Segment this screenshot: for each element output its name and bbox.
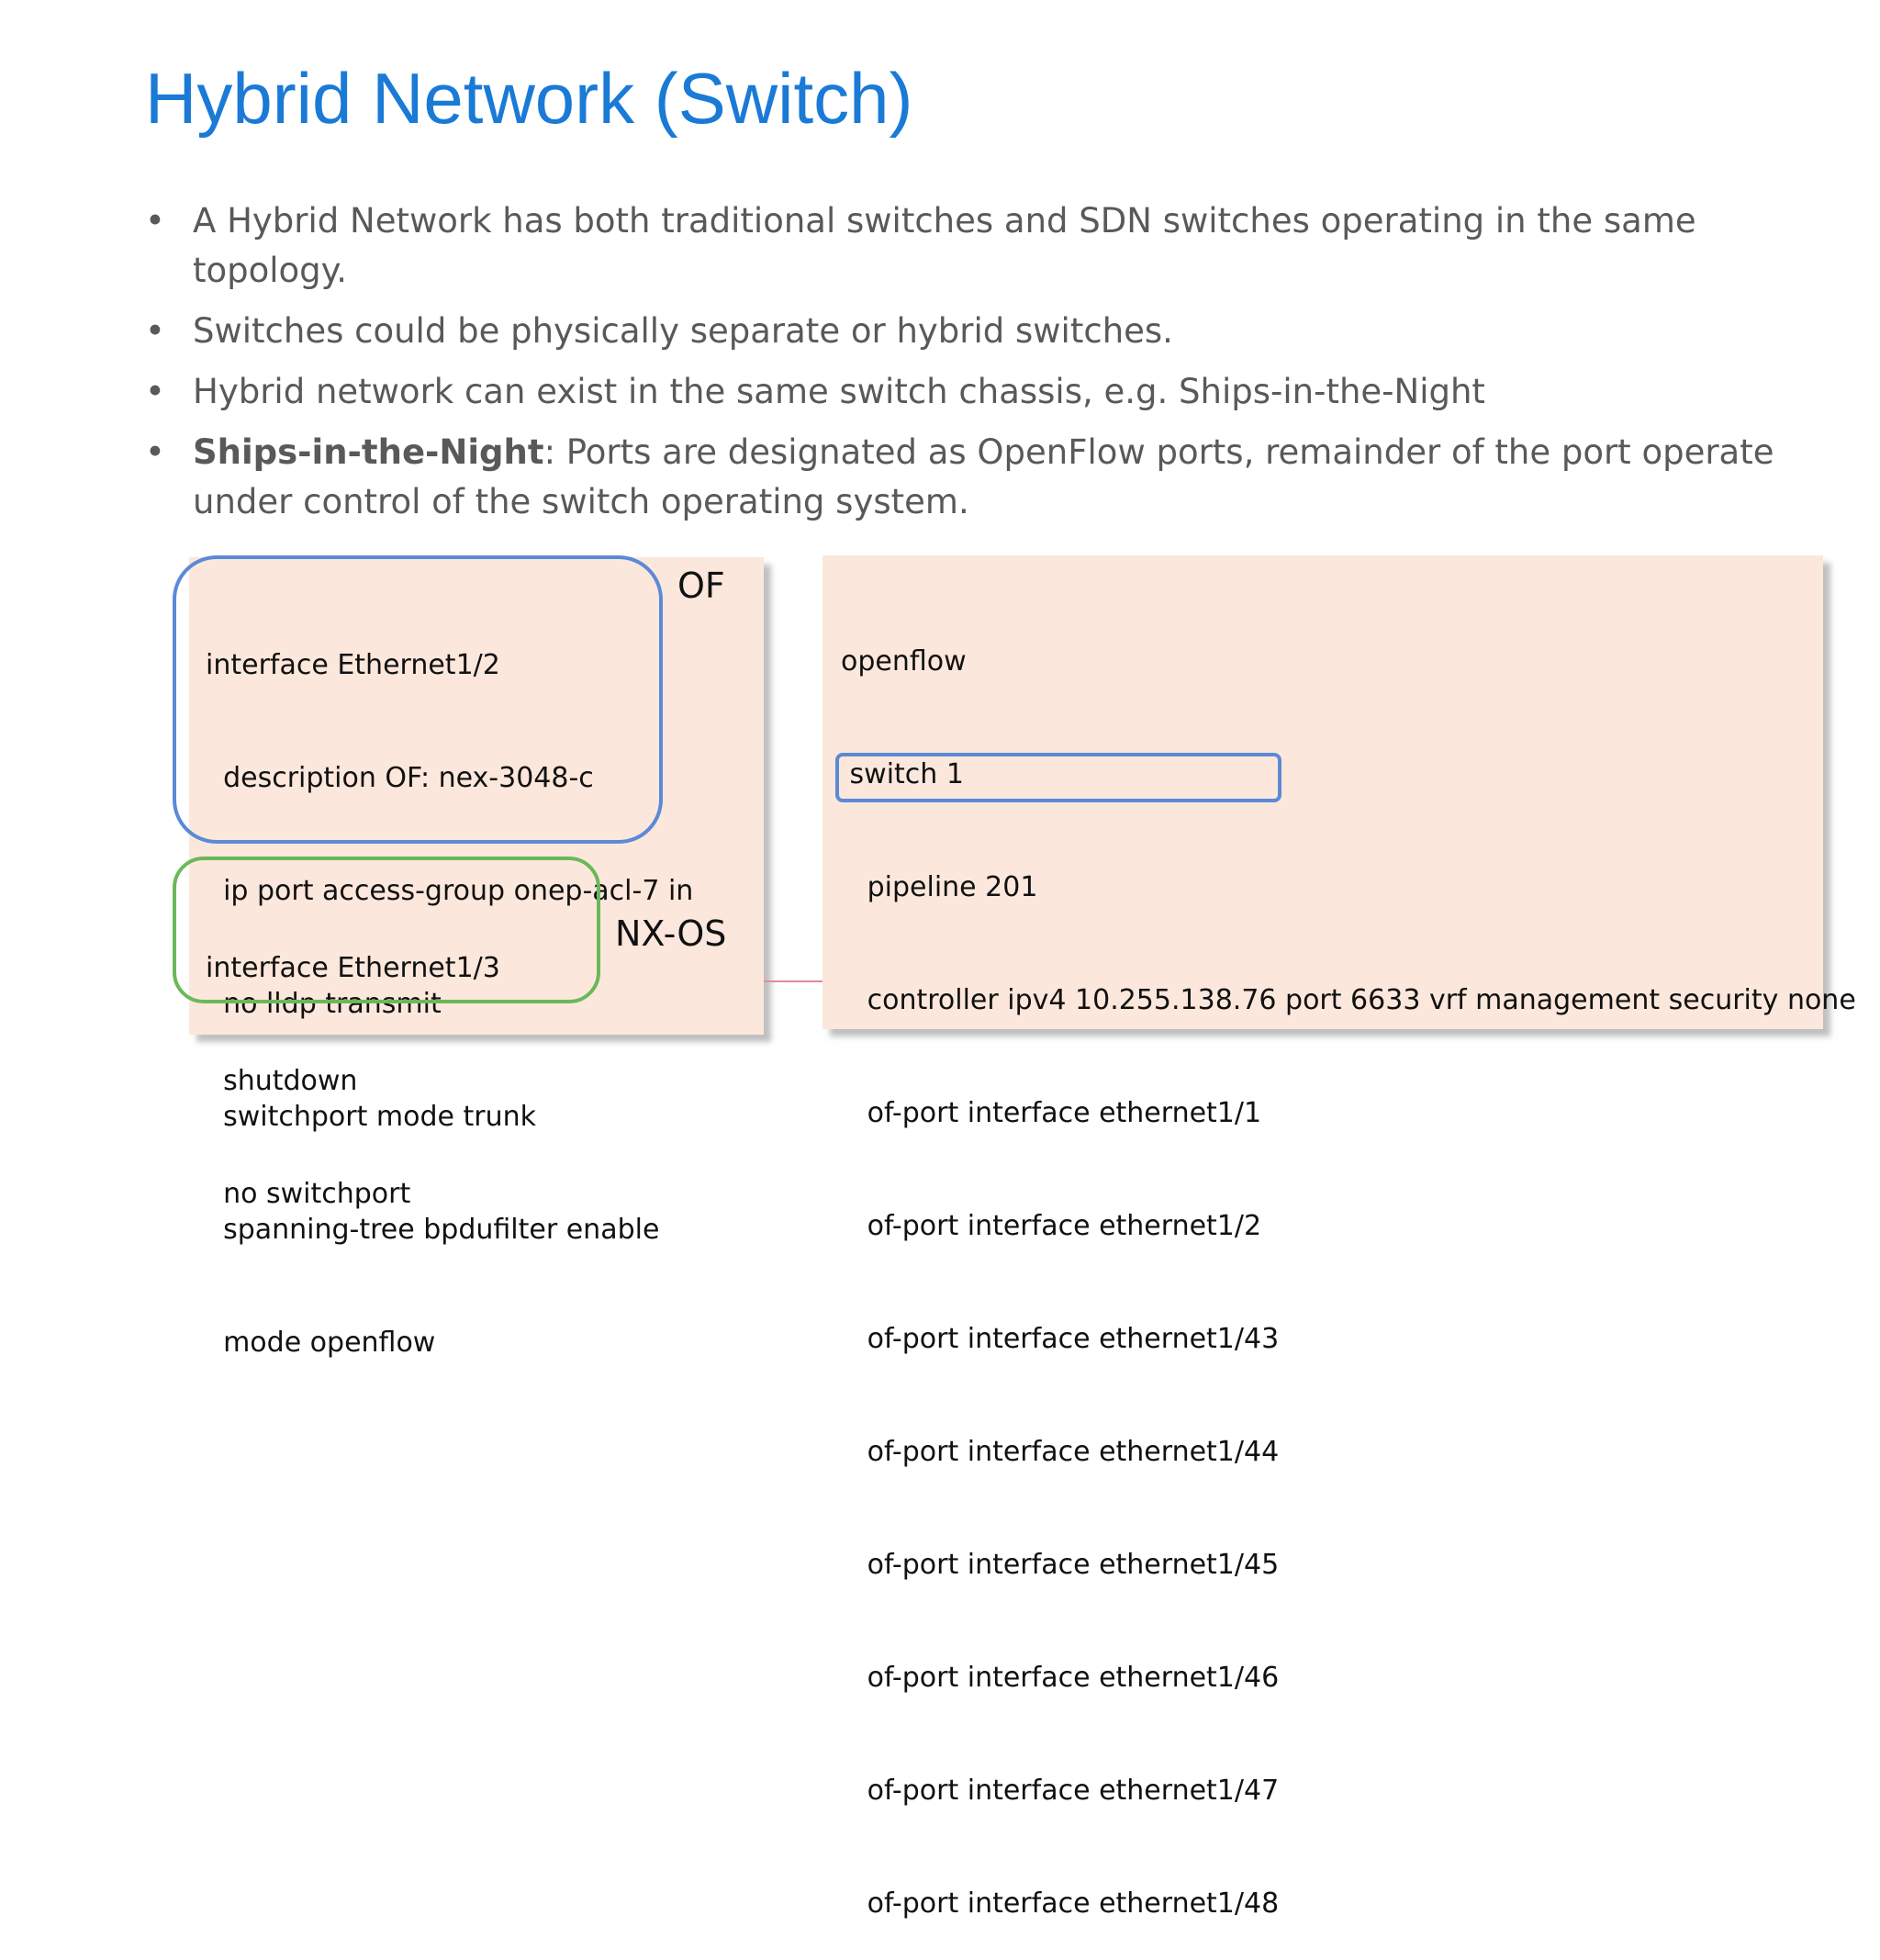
config-line: of-port interface ethernet1/46 — [841, 1662, 1280, 1694]
bullet-item: •Switches could be physically separate o… — [145, 311, 1173, 351]
bullet-item: •A Hybrid Network has both traditional s… — [145, 201, 1696, 290]
config-line: of-port interface ethernet1/47 — [841, 1775, 1280, 1807]
config-line: interface Ethernet1/3 — [206, 952, 500, 984]
config-line: openflow — [841, 645, 967, 678]
interface-config-panel — [189, 557, 764, 1035]
bullet-item: •Hybrid network can exist in the same sw… — [145, 372, 1485, 411]
openflow-config-panel — [822, 555, 1823, 1029]
config-line: interface Ethernet1/2 — [206, 649, 500, 681]
config-line: no switchport — [206, 1178, 411, 1210]
panel-connector-line — [764, 980, 822, 982]
config-line: of-port interface ethernet1/44 — [841, 1436, 1280, 1468]
bullet-item: •Ships-in-the-Night: Ports are designate… — [145, 432, 1774, 521]
nxos-label: NX-OS — [615, 913, 727, 954]
config-line: of-port interface ethernet1/1 — [841, 1097, 1262, 1129]
config-line: controller ipv4 10.255.138.76 port 6633 … — [841, 984, 1856, 1016]
config-line: pipeline 201 — [841, 871, 1038, 903]
config-line: of-port interface ethernet1/43 — [841, 1323, 1280, 1355]
slide-title: Hybrid Network (Switch) — [145, 58, 913, 139]
config-line: no lldp transmit — [206, 988, 442, 1020]
config-line: of-port interface ethernet1/45 — [841, 1549, 1280, 1581]
config-line: description OF: nex-3048-c — [206, 762, 594, 794]
nxos-interface-config: interface Ethernet1/3 shutdown no switch… — [206, 874, 500, 1250]
nxos-interface-box — [173, 857, 600, 1003]
highlighted-of-port-box — [835, 753, 1281, 802]
config-line: mode openflow — [206, 1327, 436, 1359]
openflow-interface-box — [173, 555, 663, 844]
of-label: OF — [677, 566, 725, 606]
config-line: of-port interface ethernet1/48 — [841, 1887, 1280, 1920]
config-line: shutdown — [206, 1065, 358, 1097]
config-line: of-port interface ethernet1/2 — [841, 1210, 1262, 1242]
config-line: switch 1 — [841, 758, 964, 790]
bullet-list: •A Hybrid Network has both traditional s… — [145, 196, 1797, 538]
